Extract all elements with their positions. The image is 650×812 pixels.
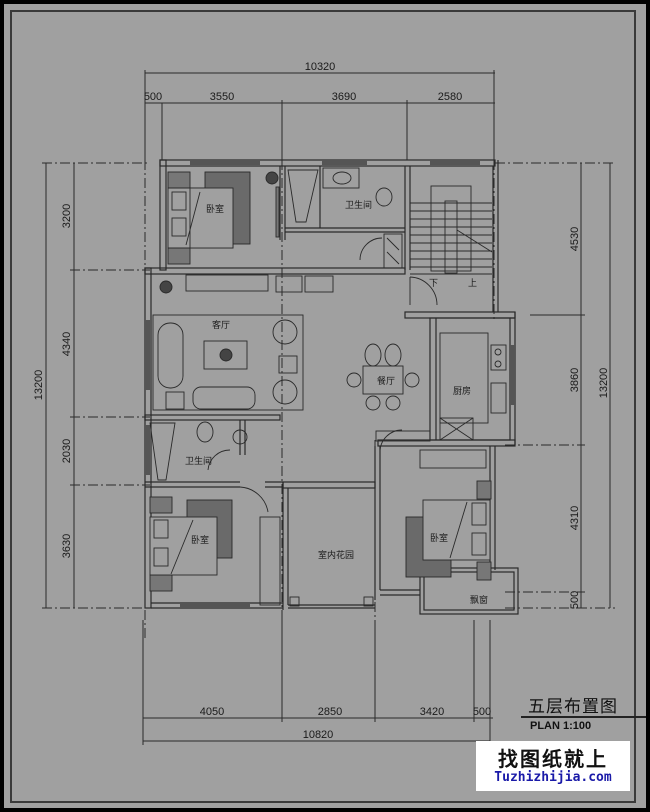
dim-bottom-seg-3: 3420 [420,706,444,718]
watermark-text-cn: 找图纸就上 [498,747,608,771]
dining-chair-icon [385,395,401,411]
plan-scale-label: PLAN 1:100 [530,720,592,732]
drawing-sheet [4,4,646,808]
counter-cabinet [375,430,431,442]
dim-top-seg-4: 2580 [438,91,462,103]
shower-icon [149,422,176,481]
bed-icon [149,516,218,576]
dining-chair-icon [404,372,420,388]
dim-bottom-total: 10820 [303,729,334,741]
room-label-bathroom-w: 卫生间 [185,455,212,467]
windows [145,160,515,608]
dining-table-icon [362,365,404,395]
kitchen-sink-icon [490,382,507,414]
dining-chair-icon [346,372,362,388]
side-table-icon [165,391,185,410]
sofa-icon [192,386,256,410]
drawing-title: 五层布置图 [528,697,618,717]
stair-down-label: 下 [429,279,438,289]
door-swing [239,486,269,513]
dining-chair-icon [365,395,381,411]
room-label-living-room: 客厅 [212,319,230,331]
door-swing [379,429,403,453]
room-label-bedroom-nw: 卧室 [206,203,224,215]
fridge-icon [439,417,474,441]
dim-left-seg-4: 3630 [61,534,73,558]
toilet-icon [196,421,214,443]
door-swing [207,449,231,471]
toilet-icon [375,187,393,207]
dining-chair-icon [364,343,382,367]
dim-left-seg-1: 3200 [61,204,73,228]
dim-bottom-seg-2: 2850 [318,706,342,718]
dim-right-seg-3: 4310 [569,506,581,530]
nightstand-icon [476,480,492,500]
armchair-icon [272,379,298,405]
cabinet-icon [275,275,303,293]
room-label-bedroom-se: 卧室 [430,532,448,544]
stove-icon [490,344,507,371]
dim-left-total: 13200 [33,370,45,401]
room-label-bay-window: 飘窗 [470,594,488,606]
wardrobe-icon [419,449,487,469]
dining-chair-icon [384,343,402,367]
dim-right-seg-1: 4530 [569,227,581,251]
dim-bottom-seg-4: 500 [473,706,491,718]
dim-right-seg-2: 3860 [569,368,581,392]
dim-left-seg-3: 2030 [61,439,73,463]
dim-top-seg-3: 3690 [332,91,356,103]
shower-icon [287,169,319,223]
dim-top-seg-2: 3550 [210,91,234,103]
dim-top-seg-1: 500 [144,91,162,103]
dim-right-seg-4: 500 [569,591,581,609]
room-label-bathroom-n: 卫生间 [345,199,372,211]
wardrobe-icon [259,516,281,606]
dim-left-seg-2: 4340 [61,332,73,356]
sink-icon [332,171,352,185]
plant-icon [265,171,279,185]
stair-up-label: 上 [468,278,477,289]
watermark-box: 找图纸就上 Tuzhizhijia.com [476,741,630,791]
tv-cabinet-icon [185,274,269,292]
nightstand-icon [167,171,191,189]
room-label-bedroom-sw: 卧室 [191,534,209,546]
title-underline [521,716,646,718]
cabinet-icon [383,233,403,269]
sofa-icon [157,322,184,389]
nightstand-icon [149,496,173,514]
coffee-table-icon [203,340,248,370]
dim-top-total: 10320 [305,61,336,73]
living-room-rug [152,314,304,411]
room-label-dining: 餐厅 [377,375,395,387]
room-label-kitchen: 厨房 [453,385,471,397]
armchair-icon [272,319,298,345]
sink-icon [232,429,248,445]
door-swing [359,237,383,261]
dim-right-total: 13200 [598,368,610,399]
dim-bottom-seg-1: 4050 [200,706,224,718]
room-label-indoor-garden: 室内花园 [318,549,354,561]
nightstand-icon [476,561,492,581]
nightstand-icon [167,247,191,265]
side-table-icon [278,355,298,374]
drawing-frame [10,10,636,803]
kitchen-counter [439,332,489,424]
bed-icon [422,499,491,561]
cabinet-icon [304,275,334,293]
plant-icon [159,280,173,294]
nightstand-icon [149,574,173,592]
staircase [409,185,493,306]
watermark-text-en: Tuzhizhijia.com [494,770,612,785]
